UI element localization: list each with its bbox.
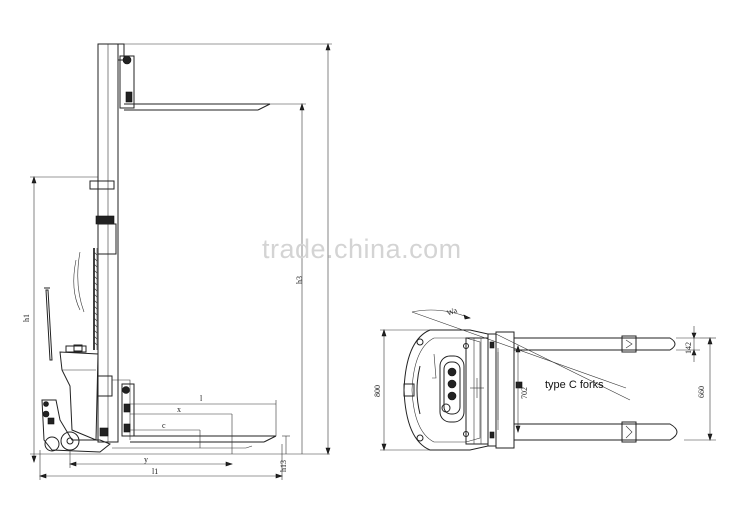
top-forks bbox=[497, 335, 678, 443]
label-800: 800 bbox=[373, 385, 382, 397]
label-wa: Wa bbox=[445, 305, 458, 317]
label-x: x bbox=[177, 405, 181, 414]
tiller-handle bbox=[44, 251, 85, 361]
label-c: c bbox=[162, 421, 166, 430]
label-702: 702 bbox=[520, 387, 529, 399]
label-l: l bbox=[200, 394, 203, 403]
label-660: 660 bbox=[697, 386, 706, 398]
label-l1: l1 bbox=[152, 467, 158, 476]
side-dimensions bbox=[30, 43, 332, 480]
raised-fork-carriage bbox=[119, 55, 271, 111]
top-chassis bbox=[403, 329, 489, 451]
label-y: y bbox=[144, 455, 148, 464]
label-142: 142 bbox=[684, 342, 693, 354]
drive-wheel-assembly bbox=[41, 399, 111, 453]
top-view: Wa 800 702 142 660 type C forks bbox=[373, 305, 716, 451]
label-h13: h13 bbox=[279, 460, 288, 472]
side-view: h1 h3 h13 l x c y l1 bbox=[22, 43, 332, 480]
top-mast bbox=[465, 331, 523, 449]
watermark: trade.china.com bbox=[262, 234, 462, 264]
mast bbox=[89, 43, 125, 443]
top-dimensions bbox=[380, 326, 716, 451]
label-h1: h1 bbox=[22, 314, 31, 322]
lowered-forks bbox=[112, 435, 277, 449]
label-h3: h3 bbox=[295, 276, 304, 284]
power-unit-body bbox=[59, 344, 135, 441]
label-fork-type: type C forks bbox=[545, 379, 604, 391]
